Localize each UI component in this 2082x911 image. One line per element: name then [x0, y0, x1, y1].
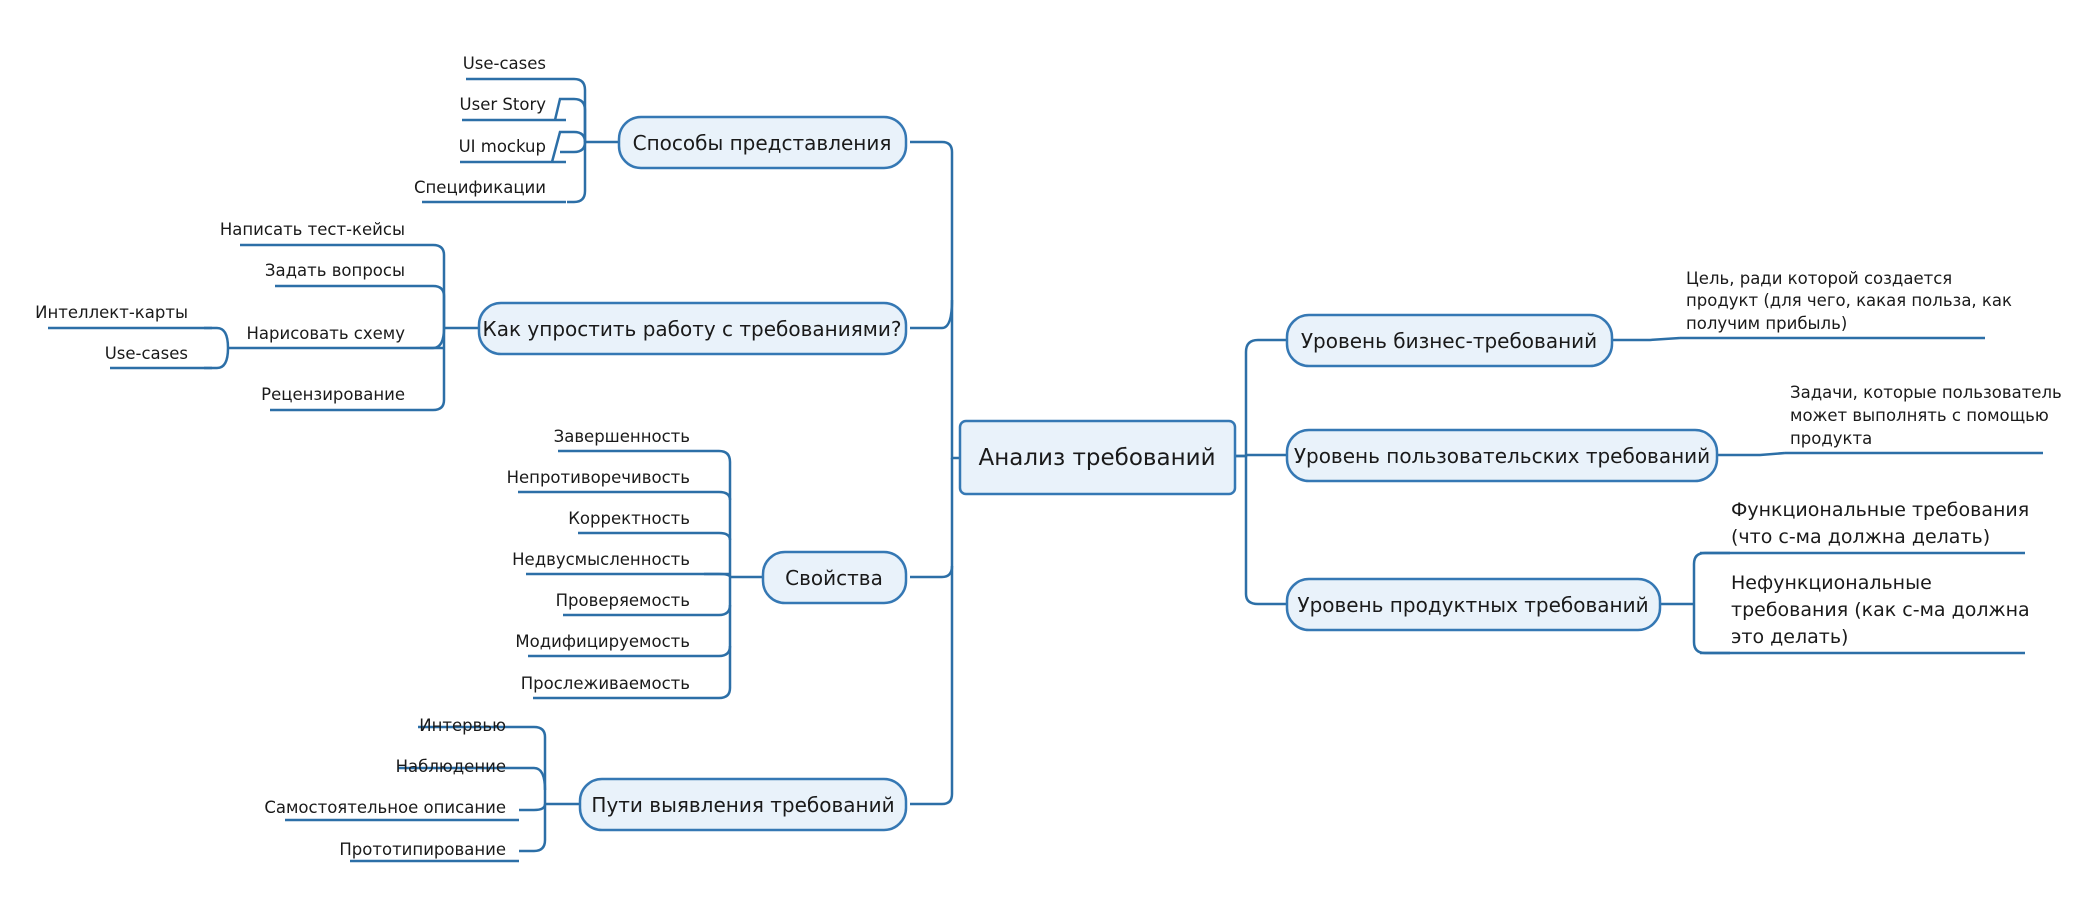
leaf-proslezhivaemost: Прослеживаемость — [521, 674, 690, 693]
leaf-neprotivorechivost: Непротиворечивость — [507, 468, 690, 487]
leaf-use-cases: Use-cases — [463, 54, 546, 73]
leaf-proveryaemost: Проверяемость — [556, 591, 690, 610]
leaf-specifikacii: Спецификации — [414, 178, 546, 197]
topic-uprostit-group: Как упростить работу с требованиями? Нап… — [35, 220, 908, 412]
note-nonfunctional-line3: это делать) — [1731, 626, 1848, 648]
topic-sposoby-label: Способы представления — [633, 131, 892, 155]
leaf-modificiruemost: Модифицируемость — [515, 632, 690, 651]
note-user-line3: продукта — [1790, 429, 1872, 448]
leaf-recenzirovanie: Рецензирование — [261, 385, 405, 404]
topic-product-group: Уровень продуктных требований Функционал… — [1285, 499, 2030, 655]
leaf-intellekt-karty: Интеллект-карты — [35, 303, 188, 322]
leaf-samostoyatelnoe-opisanie: Самостоятельное описание — [264, 798, 506, 817]
leaf-nedvusmyslennost: Недвусмысленность — [512, 550, 690, 569]
right-trunk-connectors — [1235, 338, 1287, 606]
leaf-use-cases-2: Use-cases — [105, 344, 188, 363]
topic-svoistva-label: Свойства — [785, 566, 883, 590]
topic-user-box[interactable] — [1285, 428, 1719, 483]
note-user-line2: может выполнять с помощью — [1790, 406, 2049, 425]
leaf-korrektnost: Корректность — [568, 509, 690, 528]
topic-user-label: Уровень пользовательских требований — [1294, 444, 1710, 468]
leaf-nablyudenie: Наблюдение — [396, 757, 506, 776]
note-nonfunctional-line2: требования (как с-ма должна — [1731, 599, 2030, 621]
leaf-prototipirovanie: Прототипирование — [339, 840, 506, 859]
topic-business-label: Уровень бизнес-требований — [1301, 329, 1597, 353]
note-business-line2: продукт (для чего, какая польза, как — [1686, 291, 2012, 310]
topic-svoistva-box[interactable] — [761, 550, 908, 605]
topic-sposoby-group: Способы представления Use-cases User Sto… — [414, 54, 908, 204]
topic-sposoby-box[interactable] — [617, 115, 908, 170]
leaf-zadat-voprosy: Задать вопросы — [265, 261, 405, 280]
topic-uprostit-box[interactable] — [477, 301, 908, 356]
topic-puti-box[interactable] — [578, 777, 908, 832]
center-topic-box[interactable] — [958, 419, 1237, 496]
topic-business-box[interactable] — [1285, 313, 1614, 368]
note-functional-line2: (что с-ма должна делать) — [1731, 526, 1990, 548]
topic-puti-group: Пути выявления требований Интервью Наблю… — [264, 716, 908, 863]
leaf-narisovat-shemu: Нарисовать схему — [247, 324, 406, 343]
note-nonfunctional-line1: Нефункциональные — [1731, 572, 1932, 594]
topic-puti-label: Пути выявления требований — [591, 793, 894, 817]
note-business-line3: получим прибыль) — [1686, 314, 1847, 333]
leaf-zavershennost: Завершенность — [554, 427, 690, 446]
topic-business-group: Уровень бизнес-требований Цель, ради кот… — [1285, 269, 2012, 368]
leaf-intervyu: Интервью — [419, 716, 506, 735]
center-topic-label: Анализ требований — [978, 445, 1215, 471]
note-business-line1: Цель, ради которой создается — [1686, 269, 1952, 288]
center-topic-group: Анализ требований — [958, 419, 1237, 496]
topic-user-group: Уровень пользовательских требований Зада… — [1285, 383, 2062, 483]
topic-product-label: Уровень продуктных требований — [1297, 593, 1648, 617]
leaf-napisat-test-keisy: Написать тест-кейсы — [220, 220, 405, 239]
note-user-line1: Задачи, которые пользователь — [1790, 383, 2062, 402]
leaf-user-story: User Story — [460, 95, 547, 114]
leaf-ui-mockup: UI mockup — [459, 137, 546, 156]
topic-uprostit-label: Как упростить работу с требованиями? — [483, 317, 902, 341]
topic-product-box[interactable] — [1285, 577, 1662, 632]
topic-svoistva-group: Свойства Завершенность Непротиворечивост… — [507, 427, 908, 700]
note-functional-line1: Функциональные требования — [1731, 499, 2029, 521]
left-trunk-connectors — [910, 140, 960, 806]
